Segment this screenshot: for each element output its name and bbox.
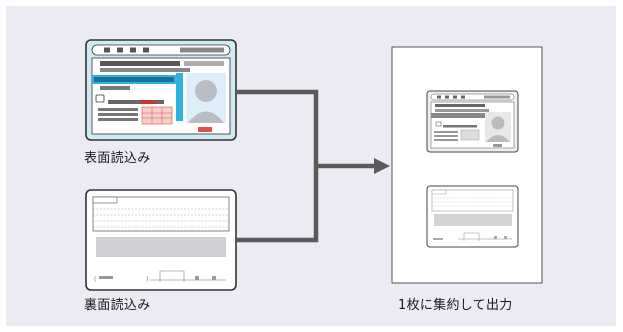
- merge-arrow: [236, 89, 390, 243]
- back-scan-label: 裏面読込み: [84, 298, 151, 313]
- output-label: 1枚に集約して出力: [398, 298, 513, 313]
- output-page: [391, 46, 543, 284]
- front-license-card: [85, 39, 237, 141]
- svg-text:): ): [146, 276, 148, 283]
- output-back-card-thumbnail: [426, 185, 519, 248]
- front-scan-label: 表面読込み: [84, 151, 151, 166]
- output-front-card-thumbnail: [426, 90, 519, 153]
- back-license-card: ( ): [85, 189, 237, 291]
- svg-text:(: (: [94, 276, 96, 283]
